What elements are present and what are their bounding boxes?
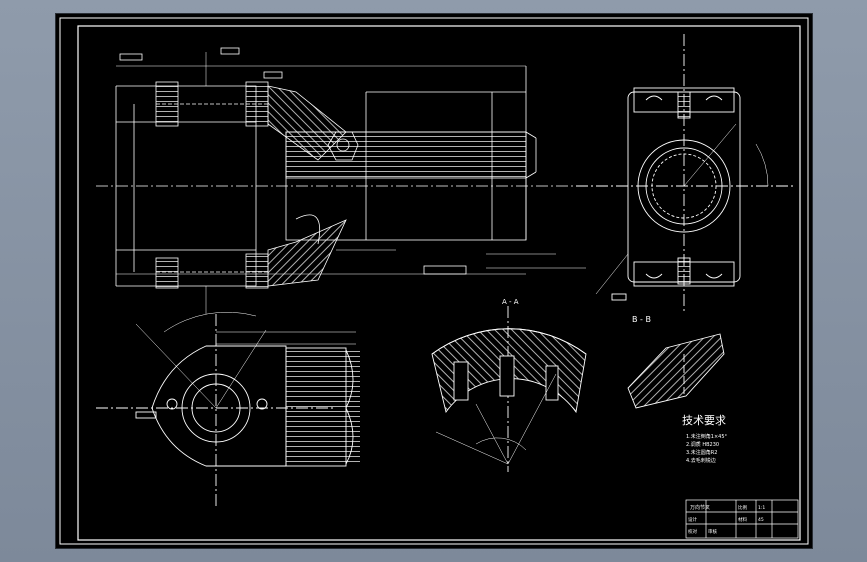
fork-end-view: [96, 311, 360, 506]
title-block-cell-3: 审核: [708, 528, 717, 535]
main-view: [96, 47, 636, 314]
section-aa: [431, 306, 587, 472]
title-block-cell-4: 比例: [738, 504, 747, 511]
section-bb: [627, 333, 725, 409]
section-aa-label: A - A: [502, 298, 519, 306]
title-block-cell-6: 材料: [738, 516, 747, 523]
title-block: [685, 499, 799, 539]
tech-line-2: 2.调质 HB230: [686, 441, 719, 448]
title-block-cell-5: 1:1: [758, 505, 765, 511]
end-view: [576, 34, 794, 314]
title-block-cell-2: 校对: [688, 528, 697, 535]
tech-line-4: 4.去毛刺锐边: [686, 457, 716, 464]
outer-frame: [59, 17, 809, 545]
title-block-name: 万向节叉: [690, 504, 710, 511]
drawing-sheet: A - A B - B 技术要求 1.未注倒角1×45° 2.调质 HB230 …: [56, 14, 812, 548]
tech-line-1: 1.未注倒角1×45°: [686, 433, 728, 440]
title-block-cell-1: 设计: [688, 516, 697, 523]
section-bb-label: B - B: [632, 315, 651, 324]
cad-drawing: A - A B - B 技术要求 1.未注倒角1×45° 2.调质 HB230 …: [59, 17, 809, 545]
title-block-cell-7: 45: [758, 517, 764, 523]
tech-requirements-title: 技术要求: [682, 414, 726, 427]
inner-frame: [77, 25, 801, 541]
tech-line-3: 3.未注圆角R2: [686, 449, 717, 456]
